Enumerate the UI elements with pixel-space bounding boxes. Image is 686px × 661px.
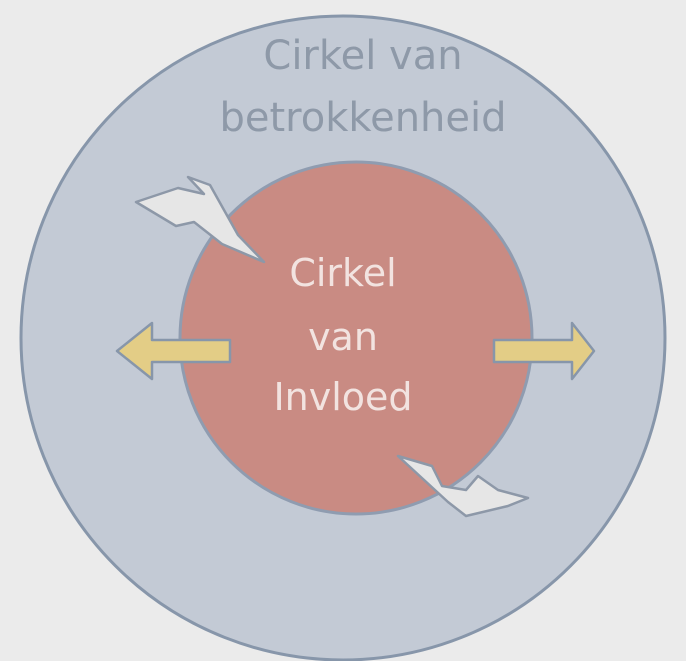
circle-of-concern-label: Cirkel van xyxy=(263,33,463,79)
circle-of-influence-label: Cirkel xyxy=(289,251,397,295)
arrow-left-icon xyxy=(115,321,232,381)
circle-of-influence-label: van xyxy=(308,315,378,359)
lightning-bolt-icon xyxy=(396,454,530,518)
circle-of-influence-label: Invloed xyxy=(273,375,413,419)
circle-of-influence xyxy=(178,160,534,516)
circle-of-concern-label: betrokkenheid xyxy=(219,95,507,141)
lightning-bolt-icon xyxy=(134,175,266,264)
arrow-right-icon xyxy=(492,321,596,381)
